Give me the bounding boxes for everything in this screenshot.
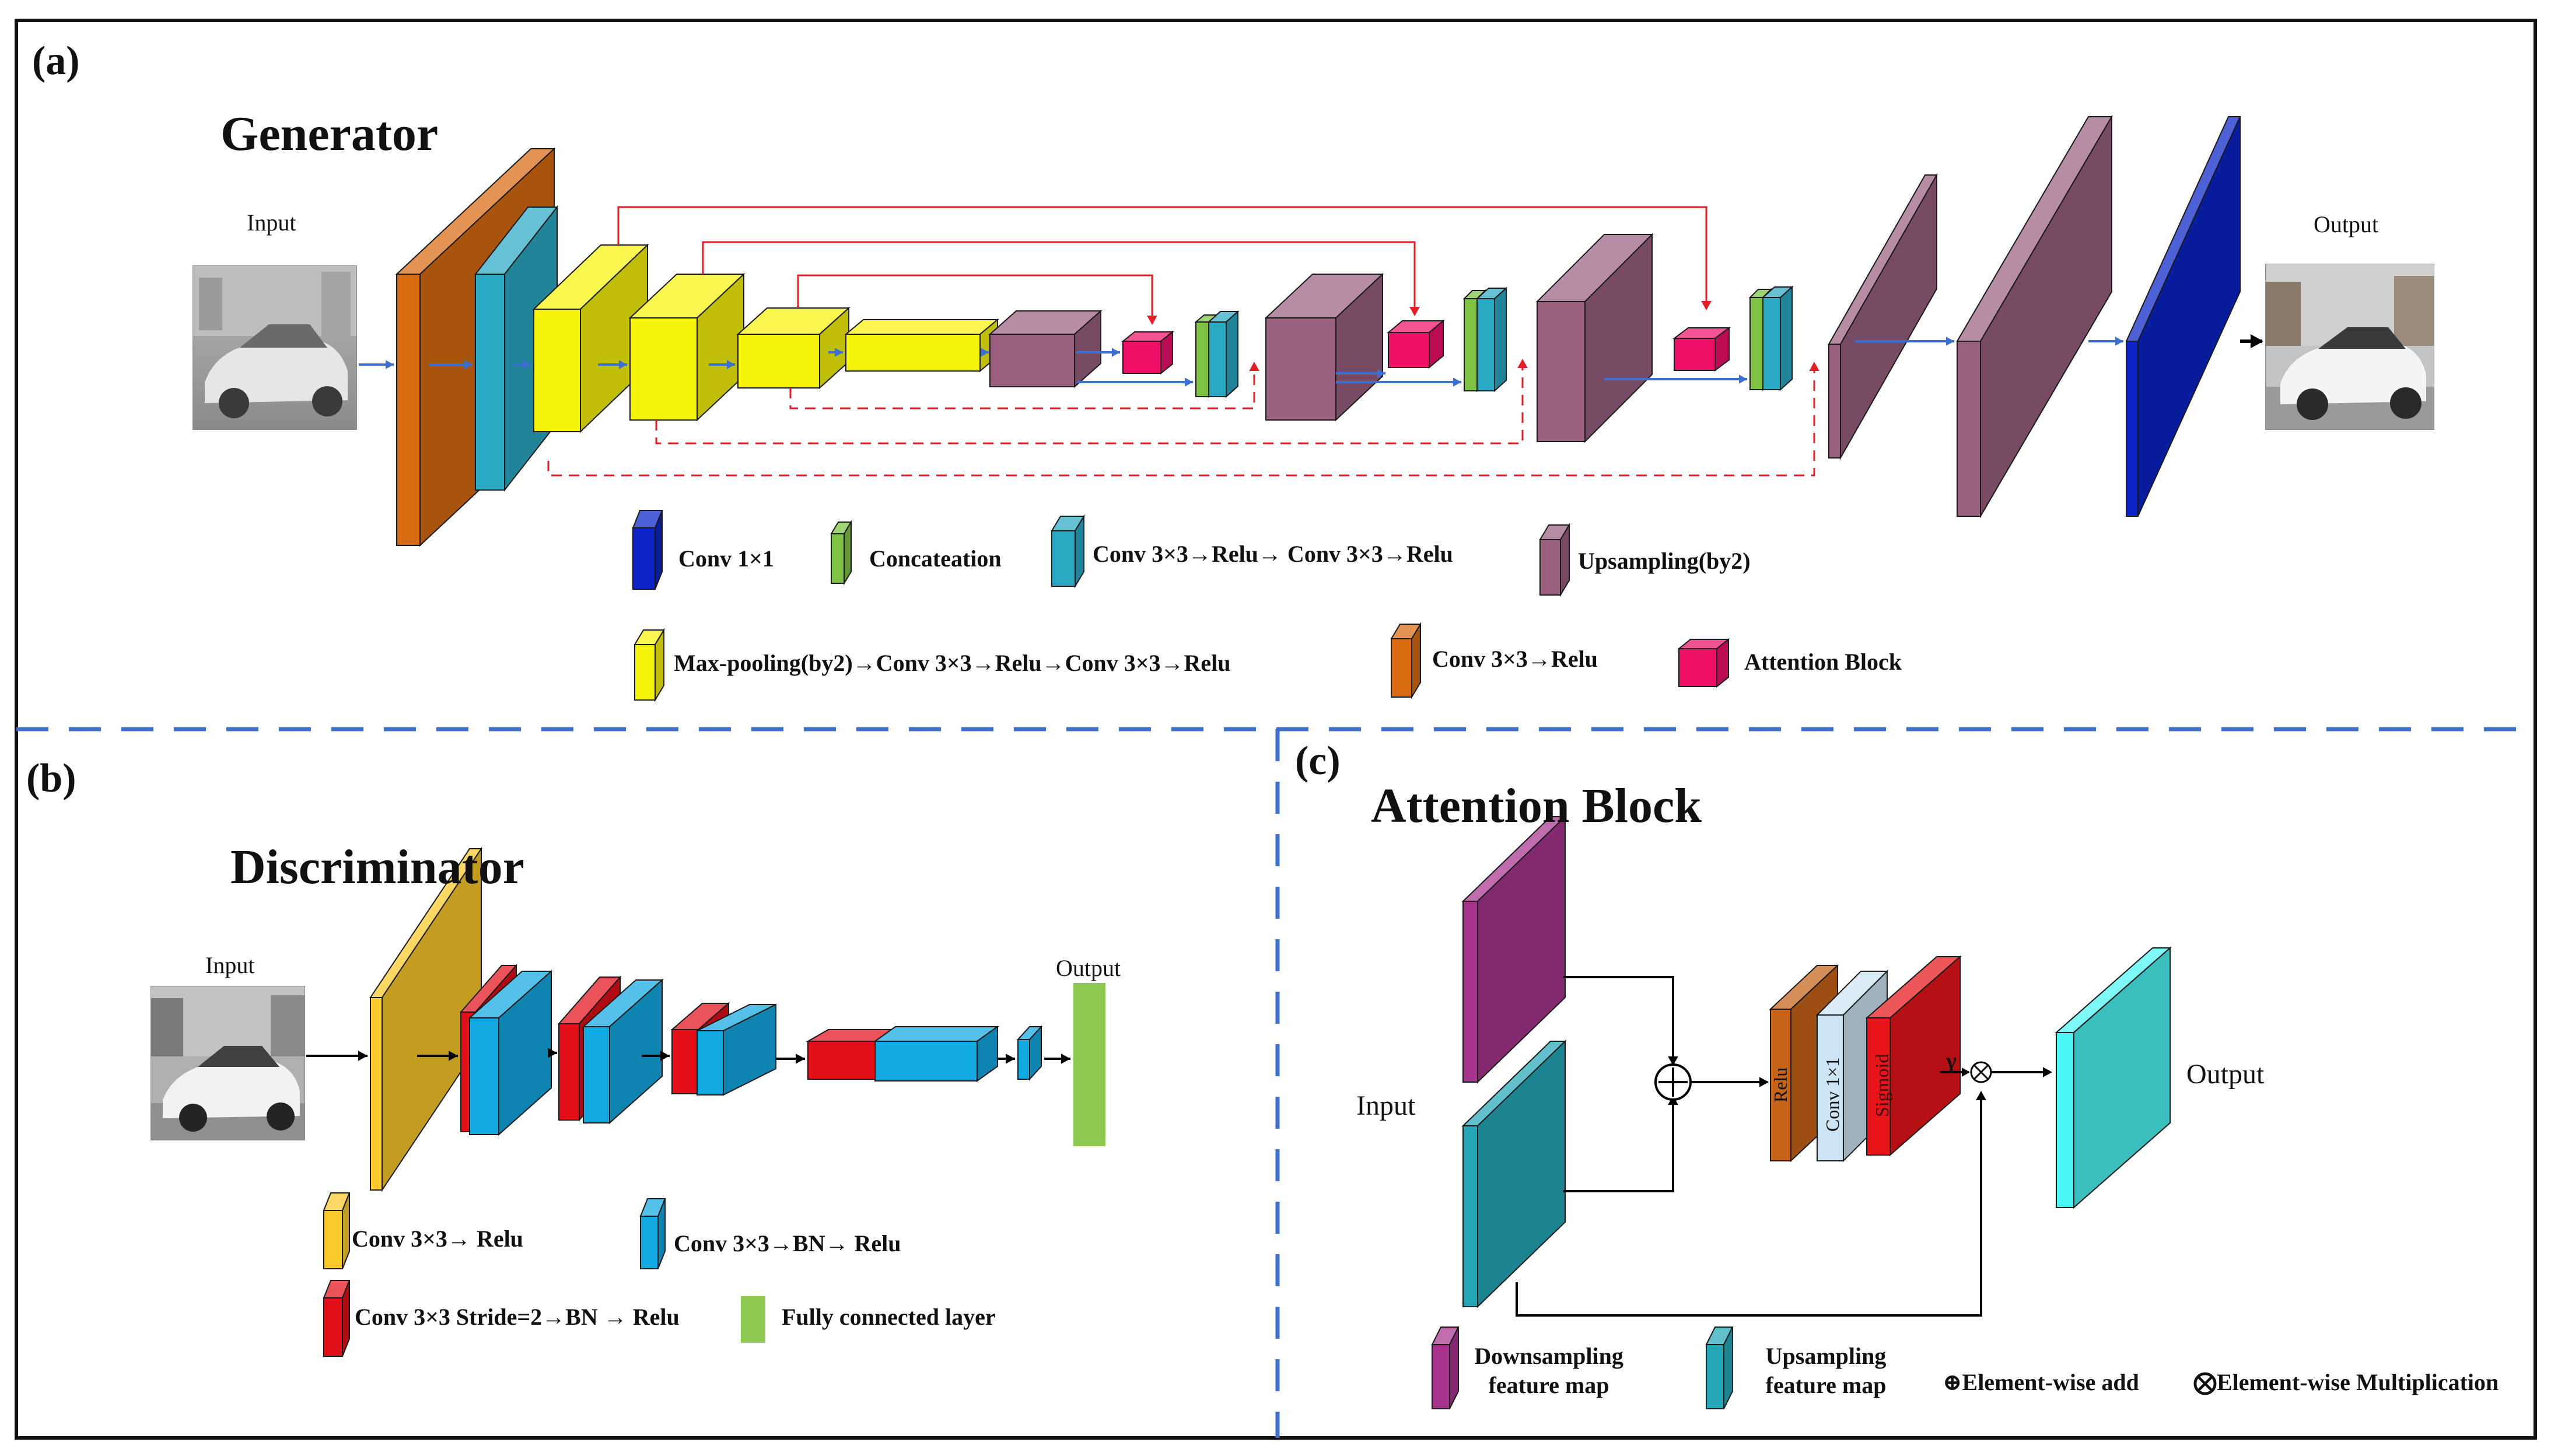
panel-b-label: (b) [26, 756, 76, 801]
discriminator-title: Discriminator [230, 840, 524, 894]
disc-legend-stride-swatch [323, 1280, 351, 1357]
gen-maxpool-block-1 [532, 243, 649, 433]
legend-conv-relu-swatch [1390, 622, 1422, 699]
gen-maxpool-block-4 [844, 318, 999, 373]
skip-solid-2 [702, 241, 1416, 315]
disc-legend-conv-bn-relu-label: Conv 3×3→BN→ Relu [674, 1230, 901, 1256]
gen-upsample-block-1 [988, 309, 1103, 388]
disc-legend-conv-relu-swatch [323, 1192, 351, 1269]
gen-conv-pair-4 [1761, 285, 1794, 391]
discriminator-input-image [151, 986, 305, 1140]
disc-legend-conv-stride-label: Conv 3×3 Stride=2→BN → Relu [355, 1304, 680, 1330]
gen-attention-block-1 [1121, 330, 1174, 375]
legend-upsampling-label: Upsampling(by2) [1578, 548, 1751, 574]
panel-a-label: (a) [32, 38, 80, 83]
gen-conv-pair-3 [1475, 286, 1508, 393]
skip-dash-3 [547, 365, 1815, 477]
att-legend-downsampling-label: Downsampling feature map [1474, 1343, 1623, 1398]
att-legend-upsampling-label: Upsampling feature map [1765, 1343, 1887, 1398]
conv1x1-block-label: Conv 1×1 [1822, 1057, 1843, 1132]
attention-input-label: Input [1356, 1090, 1416, 1121]
disc-conv-relu-block [369, 846, 482, 1192]
attention-output-label: Output [2186, 1059, 2265, 1090]
disc-legend-conv-bn-swatch [639, 1198, 666, 1269]
legend-conv1x1-swatch [632, 510, 663, 590]
disc-fc-layer [1073, 983, 1105, 1146]
gen-upsample-block-3 [1535, 233, 1654, 443]
legend-conv1x1-label: Conv 1×1 [678, 545, 774, 572]
disc-conv-bn-block-2 [582, 978, 664, 1125]
legend-upsampling-swatch [1539, 523, 1570, 597]
skip-solid-1 [617, 206, 1707, 309]
legend-conv-relu-label: Conv 3×3→Relu [1432, 646, 1598, 672]
att-line-up [1563, 1097, 1674, 1192]
att-upsampling-map [1461, 1040, 1567, 1308]
generator-input-image [193, 265, 357, 430]
gen-maxpool-block-3 [736, 306, 851, 390]
relu-block-label: Relu [1770, 1067, 1791, 1102]
disc-legend-fc-swatch [741, 1296, 765, 1343]
generator-output-label: Output [2314, 211, 2379, 237]
att-mult-x2 [1973, 1064, 1989, 1080]
legend-concat-label: Concateation [869, 545, 1002, 572]
disc-legend-fc-label: Fully connected layer [782, 1304, 996, 1330]
gen-attention-block-3 [1672, 327, 1731, 372]
skip-solid-3 [797, 274, 1153, 324]
att-legend-add-label: ⊕Element-wise add [1943, 1369, 2139, 1395]
attention-block-title: Attention Block [1371, 779, 1702, 833]
legend-attention-label: Attention Block [1744, 649, 1902, 675]
legend-attention-swatch [1677, 638, 1730, 688]
att-output-map [2055, 946, 2172, 1209]
disc-legend-conv-relu-label: Conv 3×3→ Relu [352, 1226, 523, 1252]
att-legend-up-swatch [1705, 1326, 1734, 1409]
gen-upsample-block-2 [1264, 272, 1384, 422]
generator-output-image [2265, 264, 2434, 430]
discriminator-output-label: Output [1056, 955, 1121, 981]
skip-dash-2 [655, 362, 1524, 444]
gen-upsample-block-5 [1956, 114, 2113, 519]
disc-conv-bn-block-1 [468, 970, 553, 1136]
legend-maxpool-swatch [634, 628, 665, 702]
disc-conv-bn-block-4 [873, 1026, 1000, 1082]
disc-conv-bn-block-3 [697, 1003, 776, 1096]
sigmoid-block-label: Sigmoid [1871, 1054, 1892, 1117]
att-sigmoid-block [1865, 955, 1962, 1157]
att-line-down [1563, 976, 1674, 1065]
att-legend-mult-label: ⨂Element-wise Multiplication [2193, 1369, 2499, 1395]
skip-dash-1 [789, 365, 1255, 410]
att-skip-line [1516, 1100, 1982, 1317]
gamma-label: γ [1946, 1049, 1957, 1073]
gen-conv-pair-2 [1207, 310, 1240, 398]
disc-conv-bn-block-5 [1016, 1025, 1043, 1081]
gen-maxpool-block-2 [628, 272, 746, 422]
att-downsampling-map [1461, 815, 1567, 1084]
discriminator-input-label: Input [205, 952, 255, 978]
gen-conv1x1-block [2125, 116, 2241, 517]
gen-upsample-block-4 [1828, 173, 1938, 460]
gen-attention-block-2 [1387, 319, 1445, 369]
legend-conv-relu-pair-swatch [1051, 514, 1085, 589]
generator-title: Generator [221, 107, 439, 161]
generator-input-label: Input [247, 209, 296, 236]
legend-maxpool-label: Max-pooling(by2)→Conv 3×3→Relu→Conv 3×3→… [674, 650, 1231, 676]
legend-concat-swatch [830, 520, 852, 586]
legend-conv-relu-pair-label: Conv 3×3→Relu→ Conv 3×3→Relu [1093, 541, 1453, 567]
att-legend-down-swatch [1431, 1326, 1460, 1409]
panel-c-label: (c) [1295, 738, 1341, 783]
